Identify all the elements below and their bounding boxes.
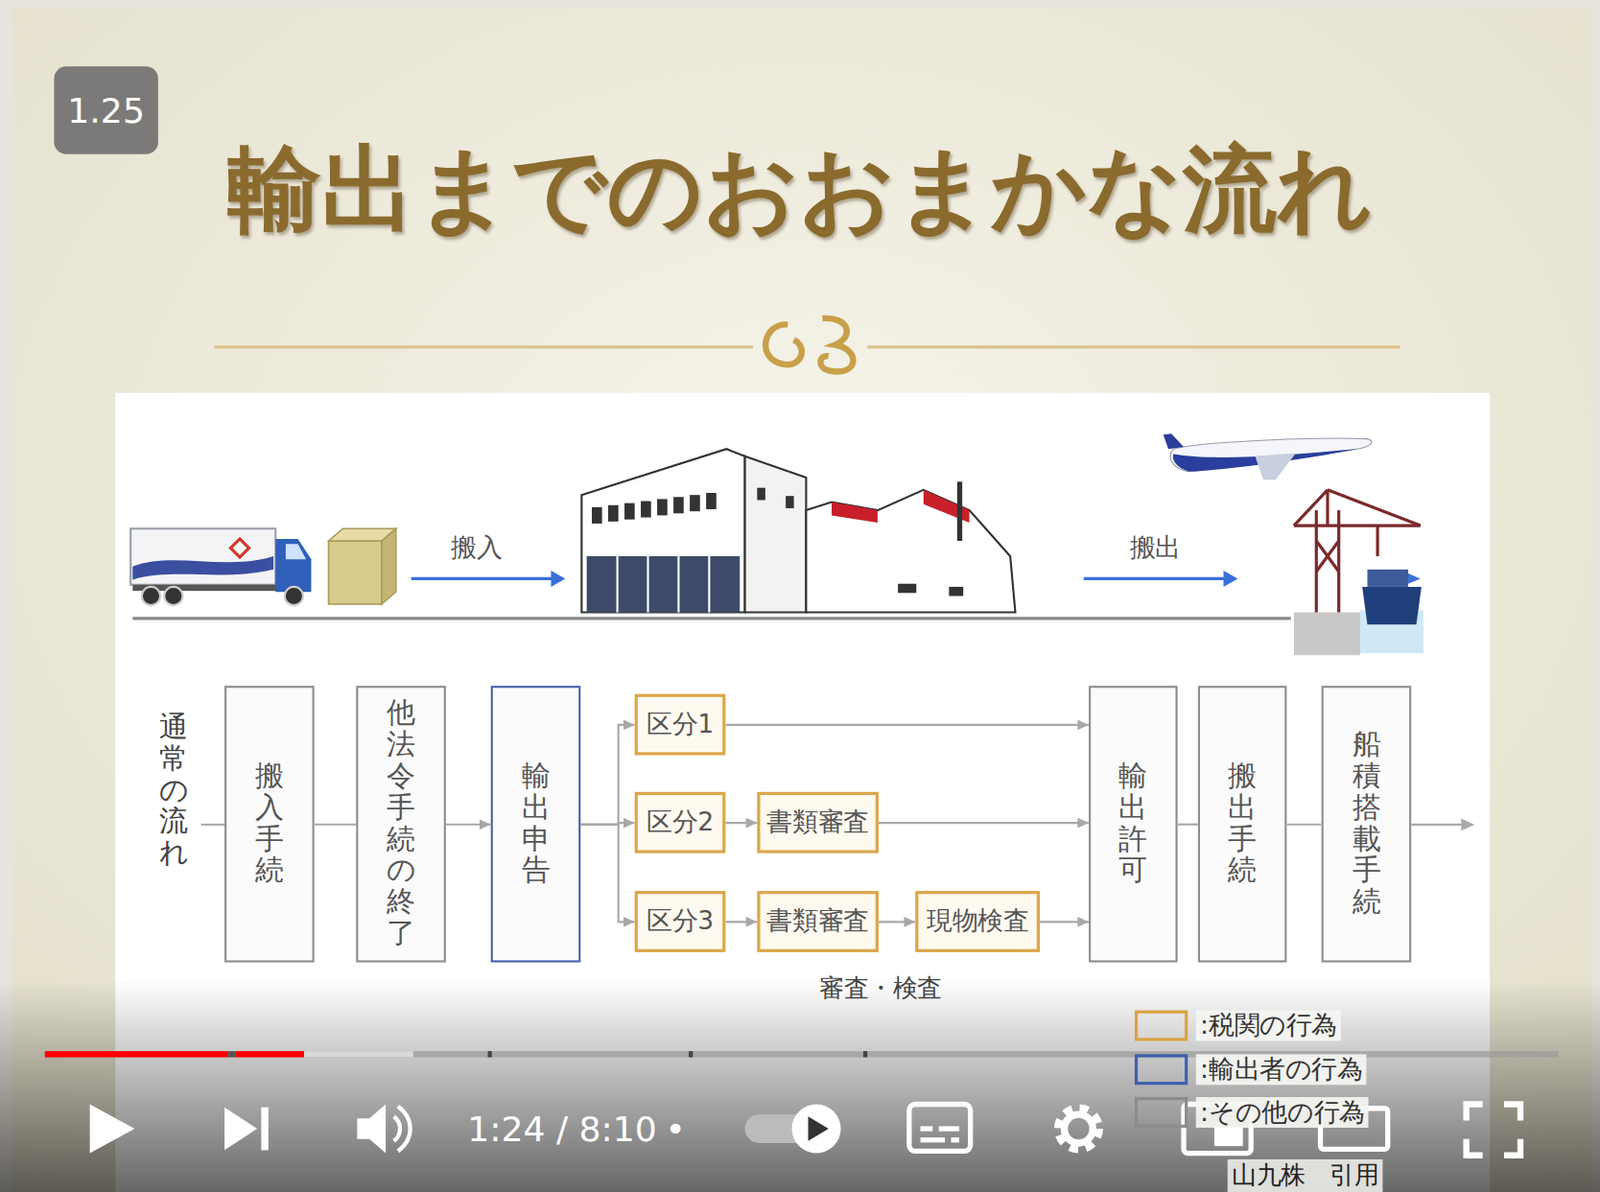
node-label: 輸出申告 <box>521 761 551 888</box>
legend-text: :税関の行為 <box>1196 1011 1342 1042</box>
arrow-label: 搬入 <box>450 530 502 565</box>
group-label: 審査・検査 <box>819 971 942 1005</box>
arrowhead <box>623 720 636 731</box>
flow-connector <box>725 917 757 928</box>
arrowhead <box>746 917 758 928</box>
node-label: 区分3 <box>646 906 714 938</box>
node-label: 区分1 <box>646 709 714 741</box>
customs-step-box: 区分2 <box>635 792 727 854</box>
connector-line <box>580 824 635 923</box>
arrowhead <box>904 917 917 928</box>
node-label: 搬出手続 <box>1227 761 1257 888</box>
legend-swatch <box>1134 1011 1188 1042</box>
connector-line <box>1286 823 1321 826</box>
node-label: 書類審査 <box>766 906 869 938</box>
flow-connector <box>878 917 916 928</box>
process-box: 輸出許可 <box>1088 685 1178 963</box>
flow-connector <box>1039 917 1089 928</box>
customs-step-box: 区分3 <box>635 891 727 953</box>
row-label: 通常の流れ <box>159 712 189 871</box>
flow-connector <box>725 818 757 829</box>
flow-connector <box>580 818 635 829</box>
source-note: 山九株 引用 <box>1227 1159 1384 1192</box>
node-label: 船積搭載手続 <box>1352 729 1382 919</box>
arrowhead <box>623 917 636 928</box>
flow-connector <box>314 823 357 825</box>
node-label: 現物検査 <box>926 906 1029 938</box>
node-label: 輸出許可 <box>1118 761 1148 888</box>
slide-title: 輸出までのおおまかな流れ <box>0 138 1600 242</box>
time-display: 1:24 / 8:10 <box>467 1108 658 1151</box>
arrowhead <box>479 819 492 830</box>
arrowhead <box>1077 917 1089 928</box>
customs-step-box: 書類審査 <box>756 891 879 953</box>
node-label: 書類審査 <box>766 807 869 839</box>
node-label: 区分2 <box>646 807 714 839</box>
customs-step-box: 区分1 <box>635 694 727 756</box>
flow-connector <box>1286 823 1321 825</box>
legend-swatch <box>1134 1097 1188 1129</box>
flow-connector <box>446 819 492 830</box>
flow-connector <box>725 720 1089 731</box>
connector-line <box>878 822 1089 824</box>
legend-swatch <box>1134 1054 1188 1085</box>
process-box: 搬入手続 <box>224 685 315 963</box>
flow-connector <box>1177 823 1199 825</box>
node-label: 搬入手続 <box>255 761 284 888</box>
connector-line <box>314 823 357 826</box>
flow-connector <box>878 818 1089 829</box>
connector-line <box>580 725 635 825</box>
process-box: 船積搭載手続 <box>1321 685 1412 963</box>
arrow-label: 搬出 <box>1129 530 1181 565</box>
node-label: 他法令手続の終了 <box>386 698 416 950</box>
process-box: 搬出手続 <box>1198 685 1288 963</box>
customs-step-box: 現物検査 <box>915 891 1040 953</box>
connector-line <box>725 724 1089 727</box>
declaration-box: 輸出申告 <box>491 685 582 963</box>
arrowhead <box>746 818 758 829</box>
legend-text: :輸出者の行為 <box>1196 1054 1367 1085</box>
arrowhead <box>1077 818 1089 829</box>
customs-step-box: 書類審査 <box>756 792 879 854</box>
speed-badge: 1.25 <box>53 66 159 155</box>
separator-dot: • <box>665 1108 686 1151</box>
connector-line <box>1177 823 1199 826</box>
legend-text: :その他の行為 <box>1196 1097 1369 1129</box>
flow-connector <box>580 720 635 825</box>
flow-connector <box>580 824 635 928</box>
arrowhead <box>623 818 636 829</box>
arrowhead <box>1077 720 1089 731</box>
process-box: 他法令手続の終了 <box>355 685 447 963</box>
